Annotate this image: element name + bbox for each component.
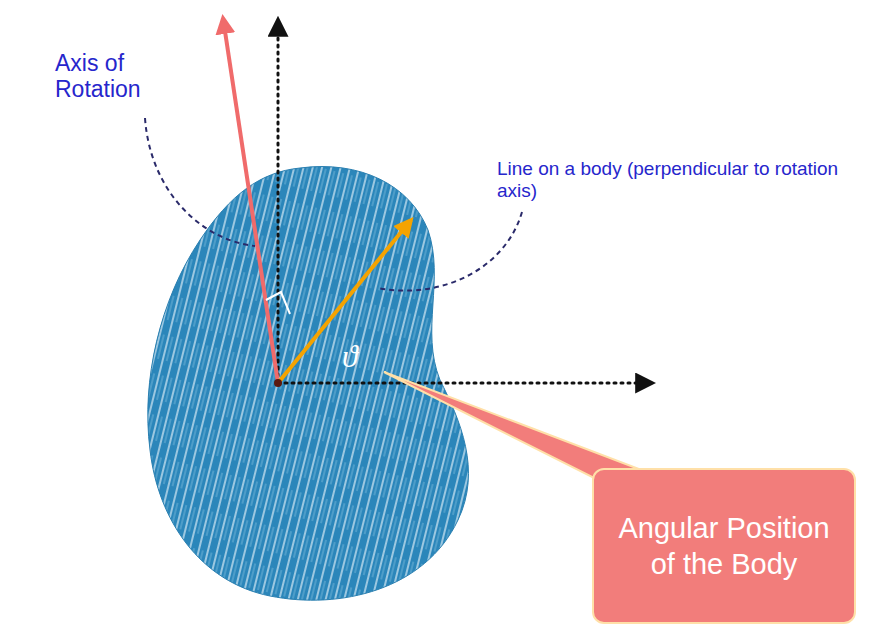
annotation-label: Axis of Rotation [55, 50, 195, 103]
leader-line [145, 118, 255, 246]
callout-text: Angular Position of the Body [608, 510, 840, 583]
body-line-arrow [278, 220, 411, 383]
angle-symbol: ϑ [342, 338, 382, 375]
callout-box: Angular Position of the Body [592, 468, 856, 624]
annotation-label: Line on a body (perpendicular to rotatio… [497, 158, 882, 202]
origin-dot [274, 379, 282, 387]
leader-line [378, 212, 522, 291]
vertical-axis [277, 20, 280, 383]
right-angle-mark [266, 292, 290, 314]
rotation-axis-arrow [223, 18, 278, 383]
horizontal-axis [278, 382, 652, 385]
